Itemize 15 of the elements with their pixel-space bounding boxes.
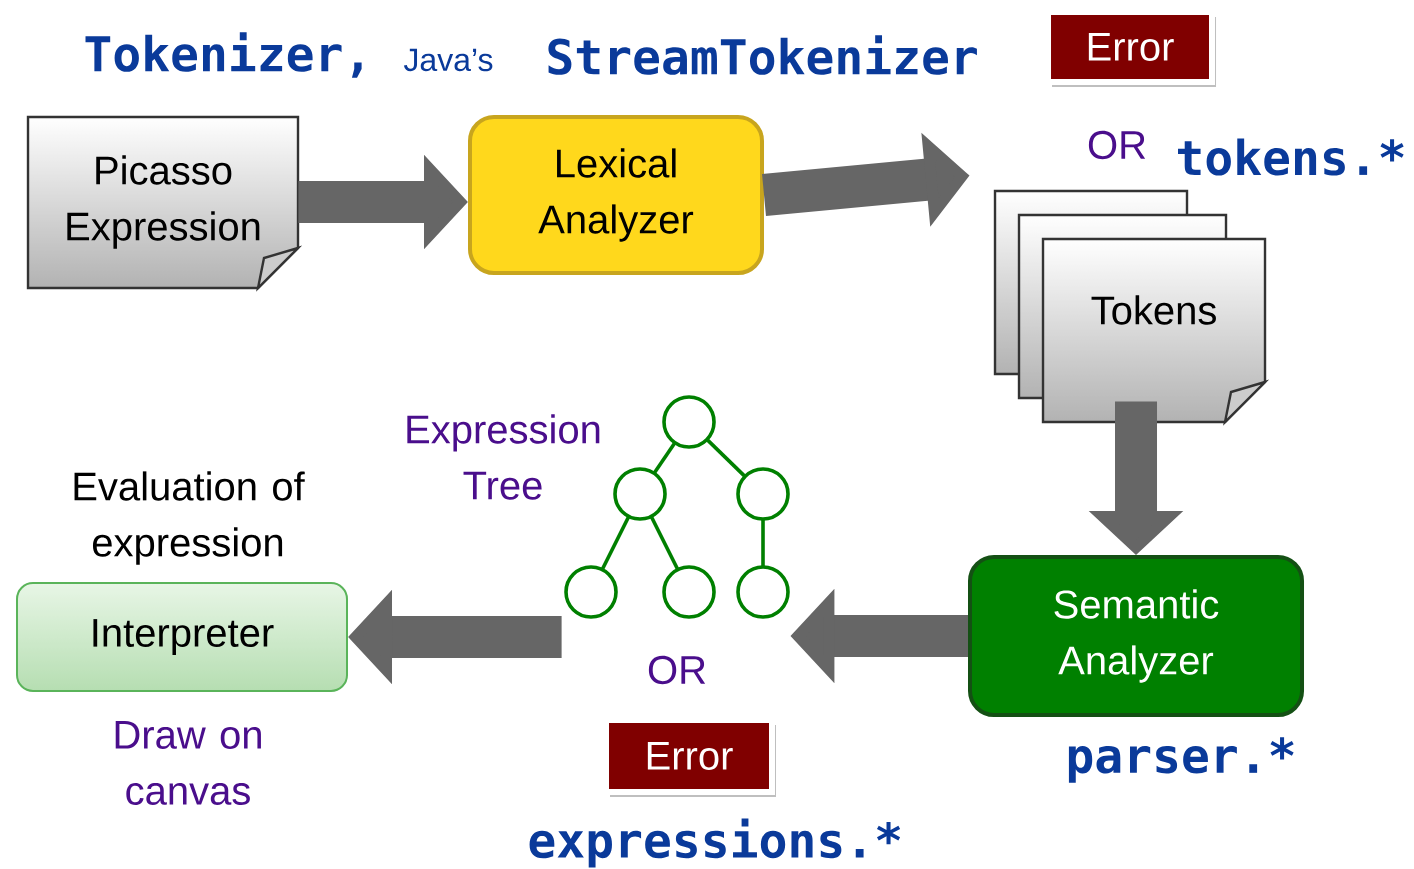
error-box: Error bbox=[603, 717, 776, 797]
beside-label: Expression Tree bbox=[407, 414, 600, 500]
process-box: Interpreter bbox=[16, 582, 348, 692]
code-label: StreamTokenizer bbox=[548, 35, 977, 75]
code-label: Tokenizer, bbox=[85, 32, 362, 78]
or-label: OR bbox=[1088, 130, 1146, 160]
process-box: Lexical Analyzer bbox=[468, 115, 764, 275]
note-label: Java’s bbox=[403, 48, 493, 72]
process-box: Semantic Analyzer bbox=[968, 555, 1304, 717]
beside-label: Evaluation of expression bbox=[74, 471, 305, 565]
beside-label: Draw on canvas bbox=[115, 721, 261, 805]
or-label: OR bbox=[648, 655, 706, 685]
code-label: tokens.* bbox=[1178, 138, 1404, 176]
error-box: Error bbox=[1045, 9, 1216, 87]
code-label: expressions.* bbox=[529, 818, 901, 868]
